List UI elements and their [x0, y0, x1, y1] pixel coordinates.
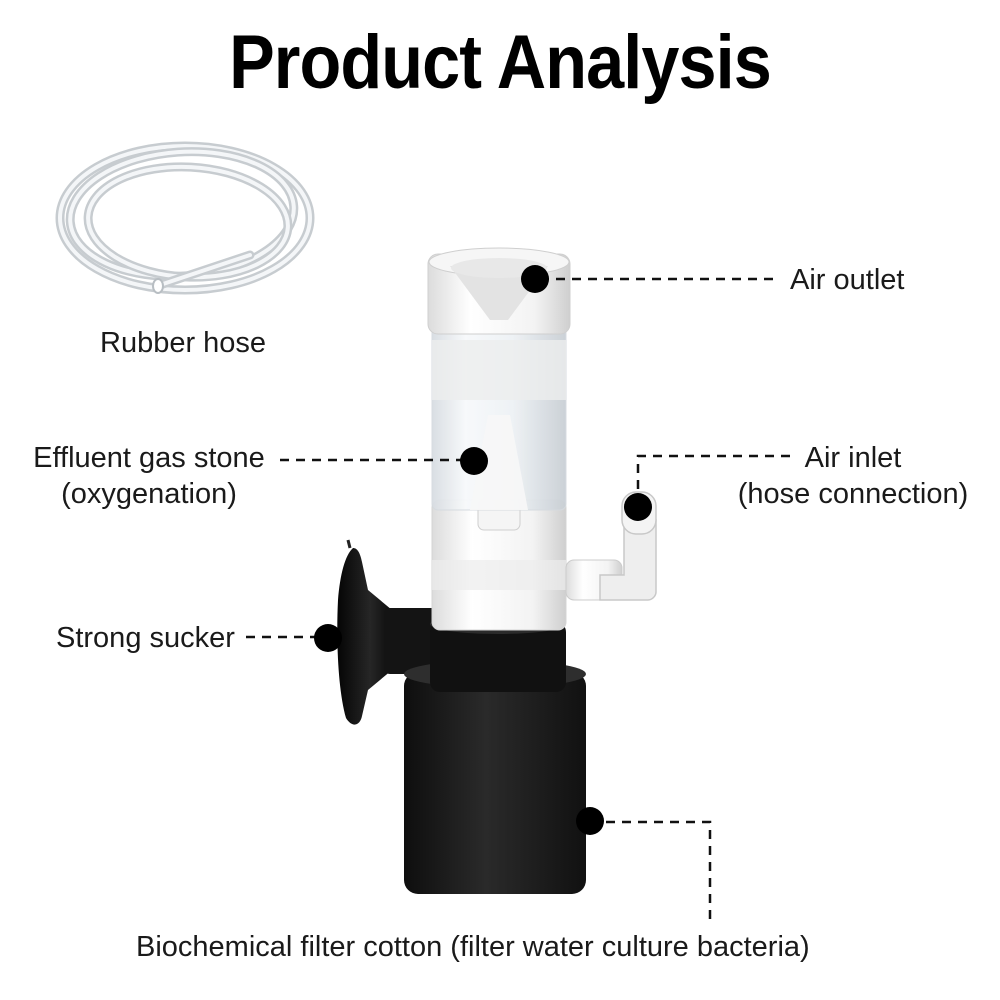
marker-sucker: [314, 624, 342, 652]
lower-housing: [431, 499, 567, 631]
marker-filter-cotton: [576, 807, 604, 835]
label-gas-stone-line1: Effluent gas stone: [33, 442, 265, 474]
suction-cup-icon: [337, 539, 444, 725]
rubber-hose-icon: [55, 141, 315, 295]
label-air-outlet: Air outlet: [790, 264, 905, 296]
label-air-inlet-line1: Air inlet: [804, 442, 902, 474]
label-filter-cotton: Biochemical filter cotton (filter water …: [136, 931, 810, 963]
leader-filter-cotton: [590, 820, 712, 922]
air-outlet-cap: [427, 247, 571, 335]
filter-sponge: [404, 660, 586, 894]
marker-dots: [314, 265, 652, 835]
leader-air-inlet: [636, 454, 792, 505]
label-gas-stone-line2: (oxygenation): [61, 478, 237, 510]
label-gas-stone: Effluent gas stone (oxygenation): [26, 440, 272, 512]
label-air-inlet-line2: (hose connection): [737, 478, 969, 510]
page-title: Product Analysis: [229, 20, 772, 105]
label-air-inlet: Air inlet (hose connection): [728, 440, 978, 512]
marker-gas-stone: [460, 447, 488, 475]
marker-air-inlet: [624, 493, 652, 521]
label-sucker: Strong sucker: [56, 622, 235, 654]
label-rubber-hose: Rubber hose: [100, 327, 267, 359]
marker-air-outlet: [521, 265, 549, 293]
